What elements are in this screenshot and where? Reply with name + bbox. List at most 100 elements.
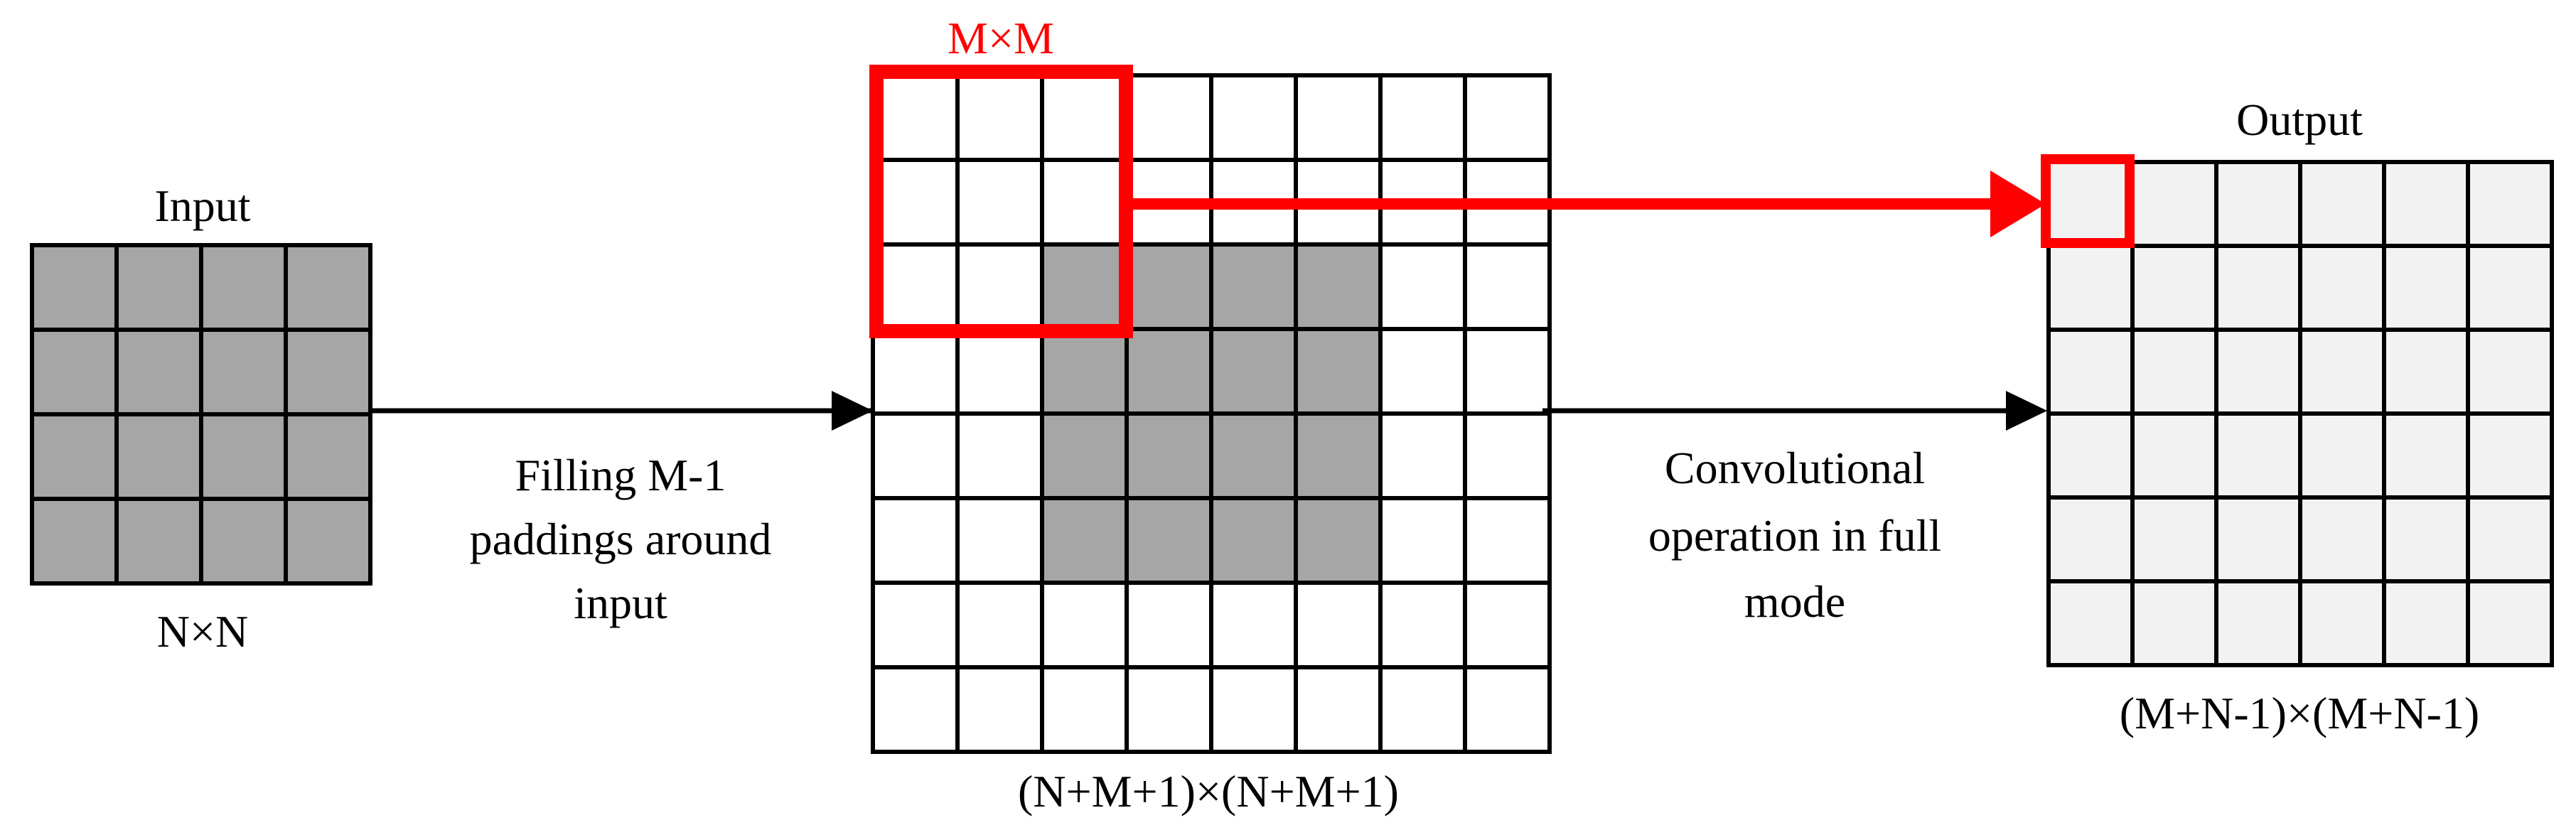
padded-cell — [1294, 411, 1383, 500]
output-cell — [2130, 411, 2218, 500]
output-size-label: (M+N-1)×(M+N-1) — [2120, 688, 2479, 738]
padded-cell — [871, 411, 960, 500]
output-cell — [2466, 328, 2554, 416]
padded-cell — [1040, 581, 1129, 669]
output-cell — [2214, 244, 2302, 332]
padded-cell — [1125, 665, 1213, 754]
output-cell — [2298, 328, 2386, 416]
padded-cell — [1463, 327, 1552, 416]
padded-cell — [871, 242, 960, 331]
padded-cell — [1294, 73, 1383, 162]
padded-cell — [1125, 327, 1213, 416]
padded-cell — [1294, 327, 1383, 416]
padded-cell — [1209, 581, 1298, 669]
padded-cell — [1378, 665, 1467, 754]
padded-cell — [1125, 73, 1213, 162]
padded-cell — [1378, 327, 1467, 416]
padded-cell — [1463, 411, 1552, 500]
output-cell — [2382, 411, 2470, 500]
padded-cell — [1040, 496, 1129, 585]
padded-size-label: (N+M+1)×(N+M+1) — [1018, 766, 1399, 816]
padded-cell — [1125, 496, 1213, 585]
padded-cell — [1040, 327, 1129, 416]
output-cell — [2130, 244, 2218, 332]
input-cell — [199, 243, 288, 332]
input-cell — [30, 328, 119, 416]
padded-cell — [1378, 411, 1467, 500]
padded-cell — [1125, 581, 1213, 669]
padded-cell — [1040, 73, 1129, 162]
output-title: Output — [2236, 95, 2363, 145]
output-cell — [2046, 495, 2135, 583]
padded-cell — [1463, 496, 1552, 585]
padded-cell — [1378, 581, 1467, 669]
output-cell — [2130, 495, 2218, 583]
output-cell — [2466, 495, 2554, 583]
output-cell — [2298, 579, 2386, 667]
padded-matrix — [871, 73, 1552, 754]
padded-cell — [1209, 73, 1298, 162]
padded-cell — [1040, 242, 1129, 331]
output-cell — [2214, 411, 2302, 500]
output-cell — [2046, 328, 2135, 416]
padded-cell — [871, 158, 960, 247]
output-cell — [2046, 160, 2135, 248]
padded-cell — [1463, 665, 1552, 754]
input-cell — [114, 328, 203, 416]
input-cell — [199, 328, 288, 416]
input-cell — [114, 412, 203, 501]
padded-cell — [955, 411, 1044, 500]
output-cell — [2130, 579, 2218, 667]
output-cell — [2382, 328, 2470, 416]
input-matrix — [30, 243, 372, 586]
red-arrow-head — [1990, 171, 2046, 237]
padded-cell — [1209, 665, 1298, 754]
kernel-label: M×M — [948, 13, 1054, 63]
padded-cell — [871, 665, 960, 754]
input-cell — [199, 412, 288, 501]
padded-cell — [955, 496, 1044, 585]
output-cell — [2382, 495, 2470, 583]
padded-cell — [871, 581, 960, 669]
padded-cell — [1040, 158, 1129, 247]
padded-cell — [955, 327, 1044, 416]
output-cell — [2214, 495, 2302, 583]
step2-label-line2: operation in full — [1648, 510, 1941, 561]
input-title: Input — [154, 180, 250, 231]
padded-cell — [1294, 242, 1383, 331]
output-cell — [2214, 160, 2302, 248]
padded-cell — [1125, 411, 1213, 500]
padded-cell — [955, 73, 1044, 162]
input-cell — [30, 412, 119, 501]
input-cell — [284, 412, 372, 501]
padded-cell — [1125, 242, 1213, 331]
output-cell — [2130, 160, 2218, 248]
output-cell — [2298, 244, 2386, 332]
input-size-label: N×N — [157, 606, 249, 657]
padded-cell — [1209, 496, 1298, 585]
padded-cell — [1209, 242, 1298, 331]
output-matrix — [2046, 160, 2554, 667]
input-cell — [114, 243, 203, 332]
padded-cell — [871, 73, 960, 162]
output-cell — [2466, 244, 2554, 332]
input-cell — [30, 497, 119, 586]
padded-cell — [1040, 665, 1129, 754]
padded-cell — [1378, 496, 1467, 585]
input-cell — [284, 243, 372, 332]
input-cell — [199, 497, 288, 586]
output-cell — [2382, 579, 2470, 667]
output-cell — [2214, 328, 2302, 416]
kernel-window — [869, 65, 1133, 338]
output-cell — [2298, 160, 2386, 248]
input-cell — [30, 243, 119, 332]
output-cell — [2298, 411, 2386, 500]
padded-cell — [1294, 496, 1383, 585]
input-cell — [114, 497, 203, 586]
padded-cell — [1463, 73, 1552, 162]
padded-cell — [1378, 73, 1467, 162]
padded-cell — [1209, 327, 1298, 416]
padded-cell — [1463, 242, 1552, 331]
output-cell — [2214, 579, 2302, 667]
output-cell — [2382, 244, 2470, 332]
